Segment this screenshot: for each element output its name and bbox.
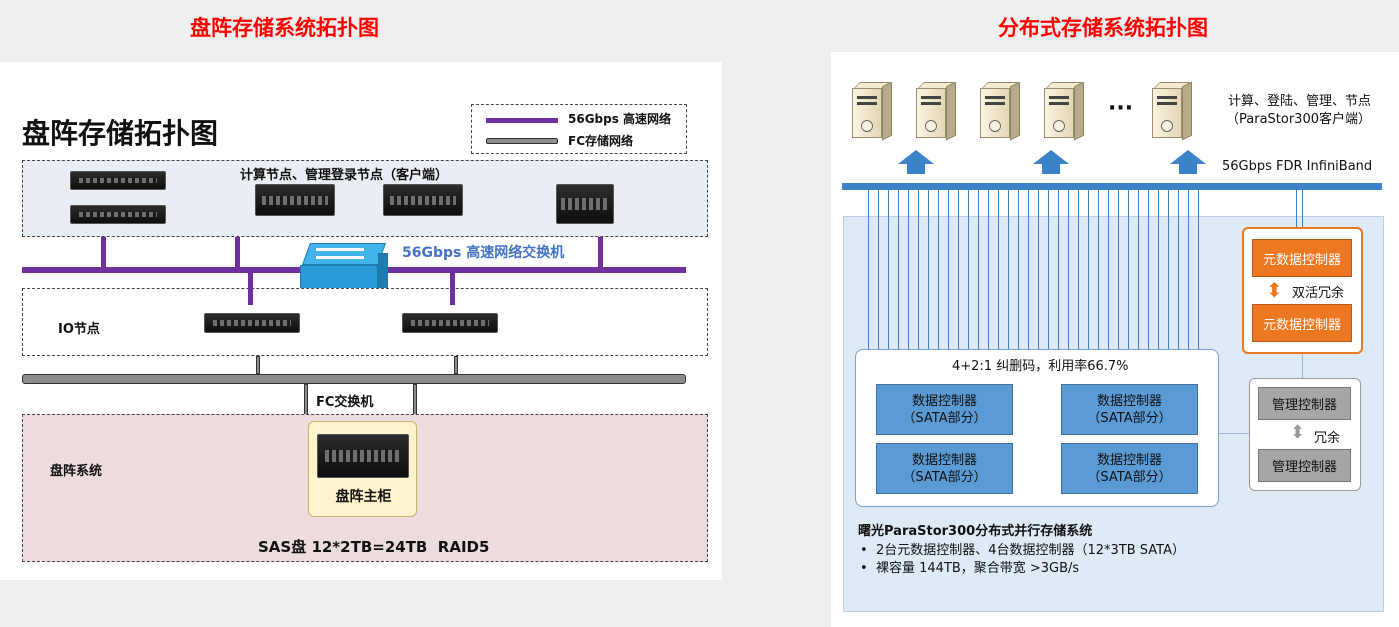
data-controller-sub: （SATA部分） bbox=[902, 410, 987, 426]
io-server-icon bbox=[204, 313, 300, 333]
disk-cabinet-icon bbox=[317, 434, 409, 478]
data-controller-label: 数据控制器 bbox=[911, 452, 977, 468]
data-controller-box: 数据控制器（SATA部分） bbox=[876, 443, 1013, 494]
bullet-dot: • bbox=[860, 561, 876, 576]
legend-line-fc bbox=[486, 138, 558, 144]
erasure-label: 4+2:1 纠删码，利用率66.7% bbox=[952, 359, 1129, 374]
blade-server-icon bbox=[383, 184, 463, 216]
left-diagram-title: 盘阵存储拓扑图 bbox=[22, 117, 219, 150]
data-controller-label: 数据控制器 bbox=[1096, 452, 1162, 468]
fc-switch-label: FC交换机 bbox=[316, 395, 374, 410]
client-server-icon bbox=[916, 80, 956, 141]
cabinet-label: 盘阵主柜 bbox=[335, 489, 392, 505]
data-controller-label: 数据控制器 bbox=[1096, 393, 1162, 409]
io-nodes-label: IO节点 bbox=[58, 322, 100, 337]
system-title: 曙光ParaStor300分布式并行存储系统 bbox=[858, 524, 1093, 539]
ellipsis: ··· bbox=[1108, 96, 1134, 121]
up-arrow-stem bbox=[907, 164, 925, 174]
right-heading: 分布式存储系统拓扑图 bbox=[998, 16, 1208, 40]
purple-link bbox=[235, 237, 240, 270]
legend-line-highspeed bbox=[486, 118, 558, 123]
fc-network-line bbox=[22, 374, 686, 384]
up-arrow-icon bbox=[898, 150, 934, 164]
purple-link bbox=[450, 273, 455, 305]
connector-line bbox=[1219, 433, 1249, 434]
client-server-icon bbox=[980, 80, 1020, 141]
purple-link bbox=[101, 237, 106, 270]
io-nodes-area bbox=[22, 288, 708, 356]
data-controller-label: 数据控制器 bbox=[911, 393, 977, 409]
clients-label-line1: 计算、登陆、管理、节点 bbox=[1228, 94, 1372, 109]
infiniband-label: 56Gbps FDR InfiniBand bbox=[1222, 159, 1373, 174]
redundant-label: 冗余 bbox=[1314, 431, 1341, 446]
purple-link bbox=[248, 273, 253, 305]
legend-label-fc: FC存储网络 bbox=[568, 134, 634, 148]
clients-label-line2: （ParaStor300客户端） bbox=[1226, 112, 1371, 127]
dual-active-label: 双活冗余 bbox=[1292, 286, 1345, 301]
bullet-item: • 2台元数据控制器、4台数据控制器（12*3TB SATA） bbox=[860, 539, 1185, 558]
up-arrow-icon bbox=[1170, 150, 1206, 164]
up-arrow-stem bbox=[1042, 164, 1060, 174]
legend-label-highspeed: 56Gbps 高速网络 bbox=[568, 112, 672, 126]
double-arrow-icon: ⬍ bbox=[1290, 422, 1306, 443]
meta-controller-box: 元数据控制器 bbox=[1252, 239, 1352, 277]
left-heading: 盘阵存储系统拓扑图 bbox=[190, 16, 379, 40]
purple-link bbox=[598, 237, 603, 270]
fc-link bbox=[256, 356, 260, 374]
up-arrow-icon bbox=[1033, 150, 1069, 164]
double-arrow-icon: ⬍ bbox=[1266, 278, 1283, 302]
server-rack-icon bbox=[70, 205, 166, 224]
meta-link-line bbox=[1296, 190, 1306, 230]
meta-controller-box: 元数据控制器 bbox=[1252, 304, 1352, 342]
bullet-dot: • bbox=[860, 543, 876, 558]
client-server-icon bbox=[1044, 80, 1084, 141]
up-arrow-stem bbox=[1179, 164, 1197, 174]
client-server-icon bbox=[852, 80, 892, 141]
data-controller-box: 数据控制器（SATA部分） bbox=[876, 384, 1013, 435]
bullet-text: 2台元数据控制器、4台数据控制器（12*3TB SATA） bbox=[875, 543, 1185, 558]
server-rack-icon bbox=[70, 171, 166, 190]
fanout-lines bbox=[868, 190, 1206, 352]
data-controller-sub: （SATA部分） bbox=[902, 469, 987, 485]
bullet-text: 裸容量 144TB，聚合带宽 >3GB/s bbox=[875, 561, 1080, 576]
compute-nodes-label: 计算节点、管理登录节点（客户端） bbox=[240, 168, 449, 183]
switch-icon bbox=[300, 243, 388, 293]
data-controller-box: 数据控制器（SATA部分） bbox=[1061, 443, 1198, 494]
disk-spec-label: SAS盘 12*2TB=24TB RAID5 bbox=[258, 538, 490, 556]
legend-box: 56Gbps 高速网络 FC存储网络 bbox=[471, 104, 687, 154]
mgmt-controller-box: 管理控制器 bbox=[1258, 387, 1351, 420]
data-controller-sub: （SATA部分） bbox=[1087, 469, 1172, 485]
bullet-item: • 裸容量 144TB，聚合带宽 >3GB/s bbox=[860, 557, 1079, 576]
switch-label: 56Gbps 高速网络交换机 bbox=[402, 245, 565, 261]
gpu-server-icon bbox=[556, 184, 614, 224]
fc-link bbox=[454, 356, 458, 374]
blade-server-icon bbox=[255, 184, 335, 216]
data-controller-box: 数据控制器（SATA部分） bbox=[1061, 384, 1198, 435]
connector-line bbox=[1302, 354, 1303, 378]
client-server-icon bbox=[1152, 80, 1192, 141]
mgmt-controller-box: 管理控制器 bbox=[1258, 449, 1351, 482]
infiniband-line bbox=[842, 183, 1382, 190]
cabinet-box: 盘阵主柜 bbox=[308, 421, 417, 517]
data-controller-sub: （SATA部分） bbox=[1087, 410, 1172, 426]
io-server-icon bbox=[402, 313, 498, 333]
disk-array-label: 盘阵系统 bbox=[50, 464, 103, 479]
